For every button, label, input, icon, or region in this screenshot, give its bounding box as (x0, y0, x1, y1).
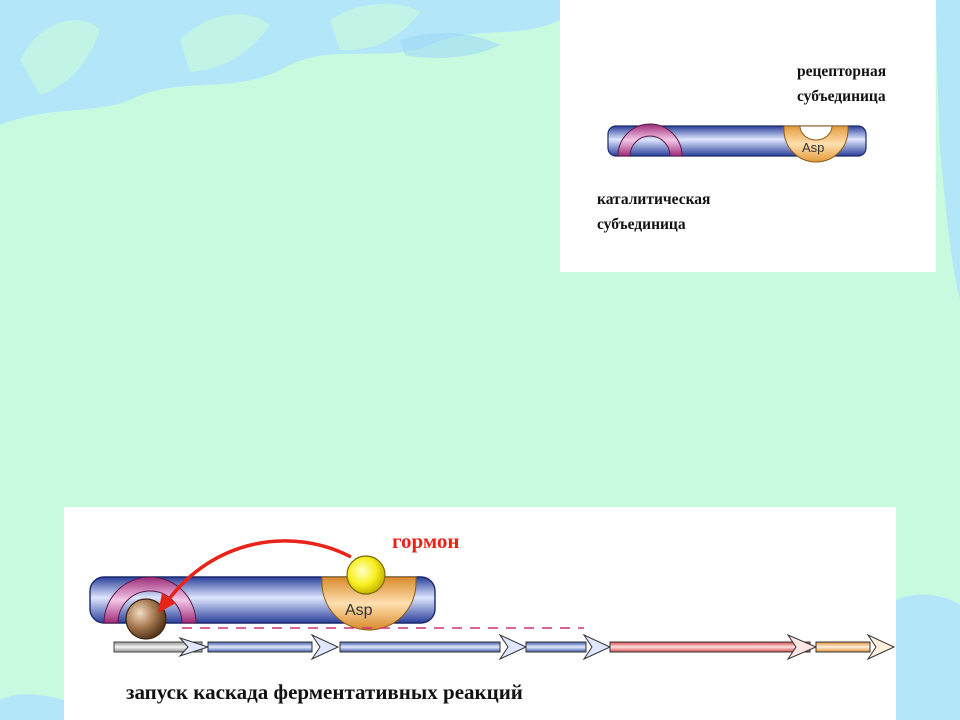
asp-site-label: Asp (802, 140, 824, 155)
cascade-arrow-icon (339, 633, 528, 661)
cascade-arrow-icon (207, 633, 340, 661)
cascade-arrow-icon (525, 633, 612, 661)
receptor-subunit-label-line1: рецепторная (797, 63, 887, 80)
catalytic-subunit-label-line2: субъединица (597, 216, 686, 233)
receptor-structure-panel: рецепторная субъединица Asp (560, 0, 936, 272)
hormone-label: гормон (392, 529, 460, 553)
cascade-caption: запуск каскада ферментативных реакций (126, 680, 523, 704)
receptor-subunit-label-line2: субъединица (797, 88, 886, 105)
receptor-molecule-diagram: Asp (607, 123, 867, 163)
asp-site-label: Asp (345, 602, 373, 619)
catalytic-subunit-label-line1: каталитическая (597, 191, 711, 208)
cascade-arrow-icon (113, 636, 210, 658)
cascade-diagram: Asp (89, 539, 896, 661)
receptor-site (321, 576, 417, 631)
substrate-ball-icon (125, 598, 167, 640)
catalytic-site (617, 123, 683, 157)
cascade-arrow-icon (609, 633, 818, 661)
receptor-site (783, 125, 849, 163)
hormone-ball-icon (346, 555, 386, 595)
hormone-signal-arrow (164, 539, 352, 605)
cascade-arrow-icon (815, 633, 896, 661)
catalytic-site (103, 576, 197, 624)
cascade-activation-panel: Asp (64, 507, 896, 720)
